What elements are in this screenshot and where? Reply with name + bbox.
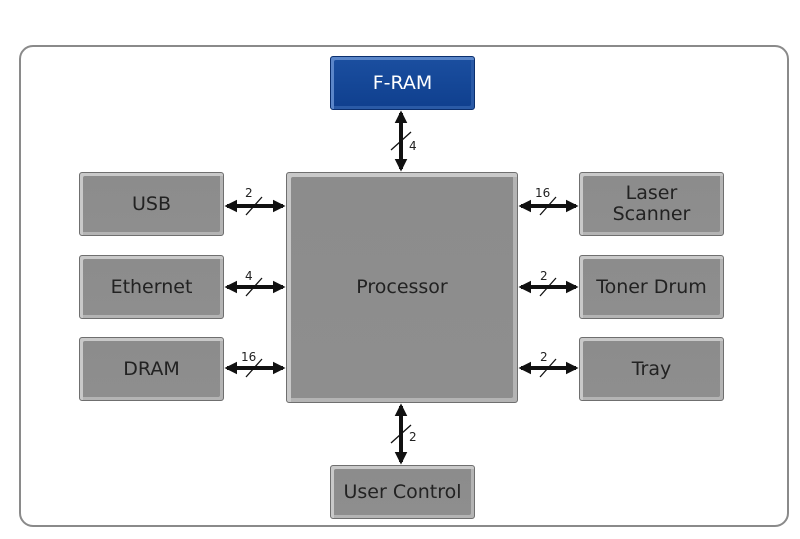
user-control-block: User Control (330, 465, 475, 519)
bus-fram: 4 (390, 110, 417, 172)
bus-ethernet: 4 (224, 269, 286, 297)
bus-width-toner-drum: 2 (540, 269, 548, 283)
tray-label: Tray (631, 357, 672, 380)
dram-block: DRAM (79, 337, 224, 401)
usb-label: USB (131, 192, 171, 215)
dram-label: DRAM (123, 357, 180, 380)
bus-width-fram: 4 (409, 139, 417, 153)
laser-scanner-label: Laser Scanner (612, 182, 691, 225)
ethernet-block: Ethernet (79, 255, 224, 319)
bus-toner-drum: 2 (518, 269, 579, 297)
bus-laser-scanner: 16 (518, 186, 579, 216)
user-control-label: User Control (343, 480, 462, 503)
bus-width-ethernet: 4 (245, 269, 253, 283)
bus-width-user-control: 2 (409, 430, 417, 444)
bus-width-usb: 2 (245, 186, 253, 200)
bus-width-laser-scanner: 16 (535, 186, 550, 200)
bus-width-dram: 16 (241, 350, 256, 364)
bus-user-control: 2 (390, 403, 417, 465)
bus-usb: 2 (224, 186, 286, 216)
ethernet-label: Ethernet (110, 275, 193, 298)
toner-drum-block: Toner Drum (579, 255, 724, 319)
tray-block: Tray (579, 337, 724, 401)
bus-dram: 16 (224, 350, 286, 378)
usb-block: USB (79, 172, 224, 236)
processor-label: Processor (356, 276, 448, 299)
bus-tray: 2 (518, 350, 579, 378)
fram-label: F-RAM (372, 71, 433, 94)
processor-block: Processor (286, 172, 518, 403)
toner-drum-label: Toner Drum (596, 275, 707, 298)
fram-block: F-RAM (330, 56, 475, 110)
bus-width-tray: 2 (540, 350, 548, 364)
laser-scanner-block: Laser Scanner (579, 172, 724, 236)
